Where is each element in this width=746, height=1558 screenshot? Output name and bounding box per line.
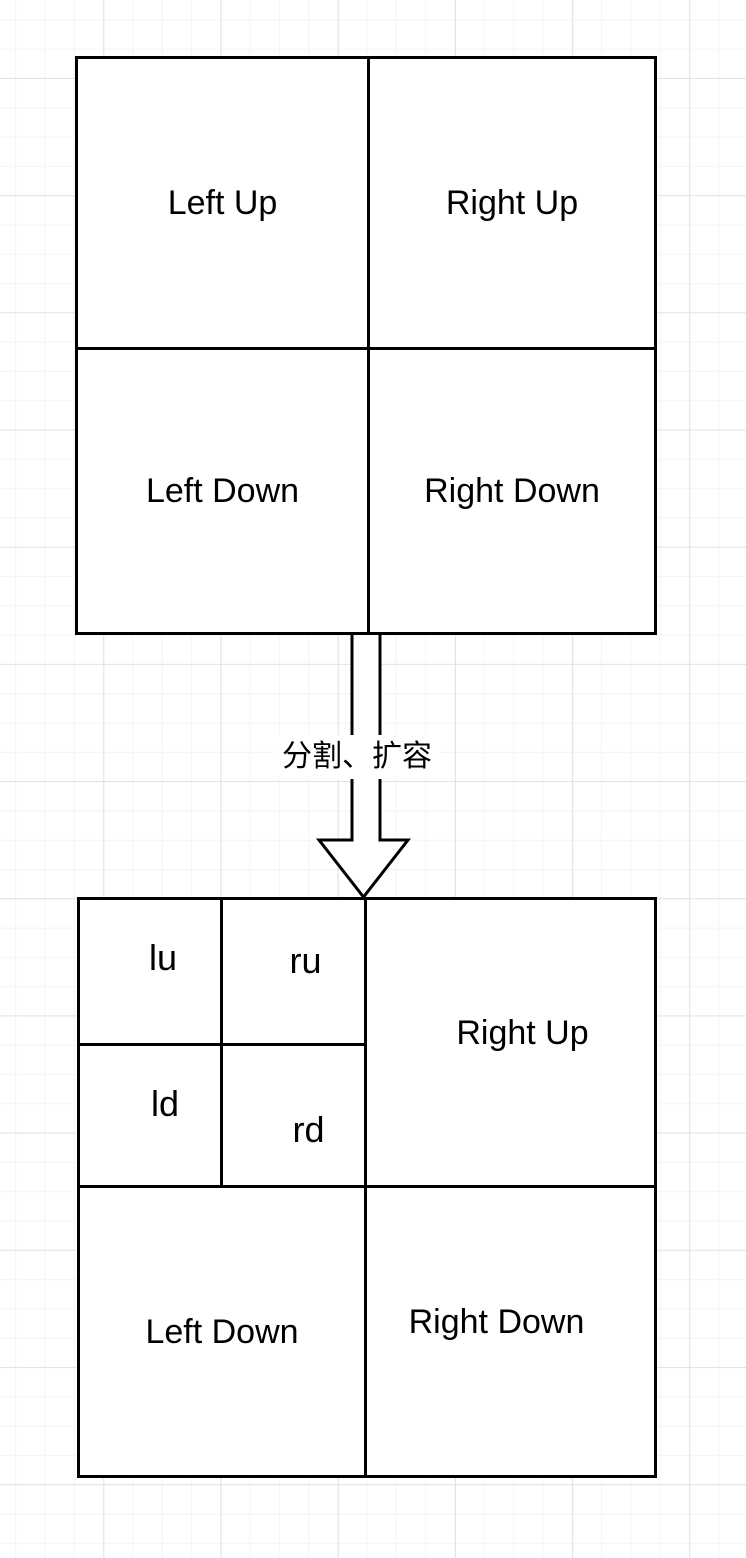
cell-label: rd bbox=[292, 1108, 325, 1150]
cell-bottom-right-up: Right Up bbox=[367, 900, 654, 1185]
cell-bottom-ld: ld bbox=[80, 1046, 220, 1185]
arrow-label: 分割、扩容 bbox=[274, 735, 440, 779]
cell-label: Right Up bbox=[456, 1013, 589, 1052]
cell-label: Right Down bbox=[424, 472, 600, 510]
cell-label: ru bbox=[289, 939, 322, 981]
cell-label: lu bbox=[148, 936, 178, 978]
cell-label: Right Down bbox=[408, 1302, 585, 1341]
top-grid-box: Left Up Right Up Left Down Right Down bbox=[75, 56, 657, 635]
cell-label: Left Down bbox=[145, 472, 300, 510]
cell-bottom-ru: ru bbox=[223, 900, 364, 1043]
cell-top-left-down: Left Down bbox=[78, 350, 367, 632]
cell-bottom-lu: lu bbox=[80, 900, 220, 1043]
cell-top-right-up: Right Up bbox=[370, 59, 654, 347]
cell-top-left-up: Left Up bbox=[78, 59, 367, 347]
cell-top-right-down: Right Down bbox=[370, 350, 654, 632]
cell-label: ld bbox=[150, 1082, 180, 1124]
bottom-grid-sub-vertical-divider bbox=[220, 900, 223, 1185]
cell-bottom-left-down: Left Down bbox=[80, 1188, 364, 1475]
bottom-grid-main-horizontal-divider bbox=[80, 1185, 654, 1188]
top-grid-vertical-divider bbox=[367, 59, 370, 632]
cell-label: Left Up bbox=[167, 184, 278, 222]
bottom-grid-sub-horizontal-divider bbox=[80, 1043, 364, 1046]
cell-bottom-rd: rd bbox=[223, 1046, 364, 1185]
cell-bottom-right-down: Right Down bbox=[367, 1188, 654, 1475]
cell-label: Right Up bbox=[445, 184, 579, 222]
top-grid-horizontal-divider bbox=[78, 347, 654, 350]
cell-label: Left Down bbox=[145, 1312, 299, 1351]
bottom-grid-box: lu ru ld rd Right Up Left Down Right Dow… bbox=[77, 897, 657, 1478]
